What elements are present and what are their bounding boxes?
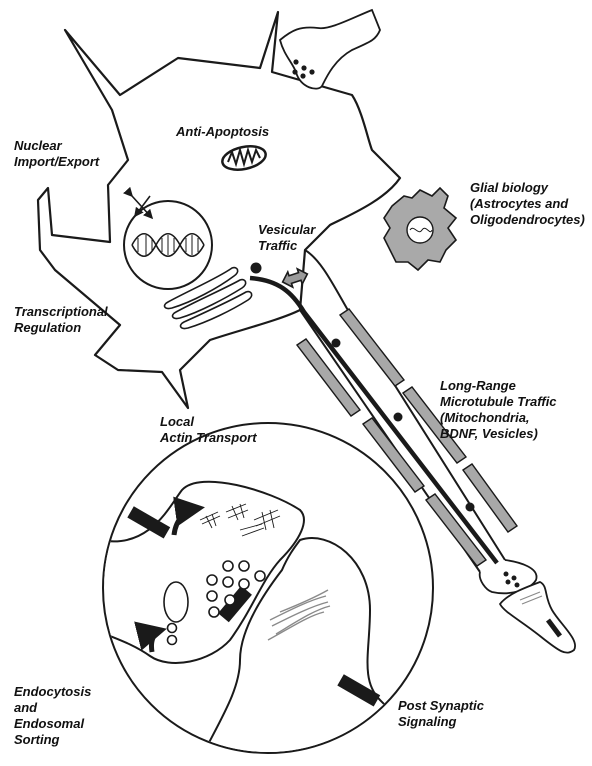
label-line: Long-Range [440,378,557,394]
vesicle [293,59,298,64]
glial-nucleus [407,217,433,243]
vesicle [301,65,306,70]
label-line: Signaling [398,714,484,730]
label-endocytosis-sorting: Endocytosis and Endosomal Sorting [14,684,91,748]
label-line: BDNF, Vesicles) [440,426,557,442]
label-line: Actin Transport [160,430,257,446]
vesicle [506,580,511,585]
label-line: Sorting [14,732,91,748]
label-line: Post Synaptic [398,698,484,714]
label-line: (Mitochondria, [440,410,557,426]
label-line: Local [160,414,257,430]
label-line: Vesicular [258,222,315,238]
label-line: Glial biology [470,180,585,196]
label-line: (Astrocytes and [470,196,585,212]
label-nuclear-import-export: Nuclear Import/Export [14,138,99,170]
vesicle [300,73,305,78]
label-line: Endosomal [14,716,91,732]
vesicle [309,69,314,74]
cargo-vesicle [394,413,403,422]
label-line: Import/Export [14,154,99,170]
cargo-vesicle [466,503,475,512]
neuron-soma [38,12,400,408]
endosome [164,582,188,622]
label-line: Transcriptional [14,304,108,320]
upper-synapse [280,10,380,89]
label-glial-biology: Glial biology (Astrocytes and Oligodendr… [470,180,585,228]
cargo-vesicle [332,339,341,348]
label-transcriptional-regulation: Transcriptional Regulation [14,304,108,336]
label-line: Nuclear [14,138,99,154]
vesicle [251,263,262,274]
vesicle [292,69,297,74]
label-long-range-traffic: Long-Range Microtubule Traffic (Mitochon… [440,378,557,442]
label-line: Regulation [14,320,108,336]
label-anti-apoptosis: Anti-Apoptosis [176,124,269,140]
label-line: Oligodendrocytes) [470,212,585,228]
label-vesicular-traffic: Vesicular Traffic [258,222,315,254]
vesicle [515,583,520,588]
label-line: and [14,700,91,716]
label-local-actin-transport: Local Actin Transport [160,414,257,446]
vesicle [504,572,509,577]
vesicle [512,576,517,581]
label-post-synaptic-signaling: Post Synaptic Signaling [398,698,484,730]
label-line: Microtubule Traffic [440,394,557,410]
label-line: Traffic [258,238,315,254]
label-line: Endocytosis [14,684,91,700]
